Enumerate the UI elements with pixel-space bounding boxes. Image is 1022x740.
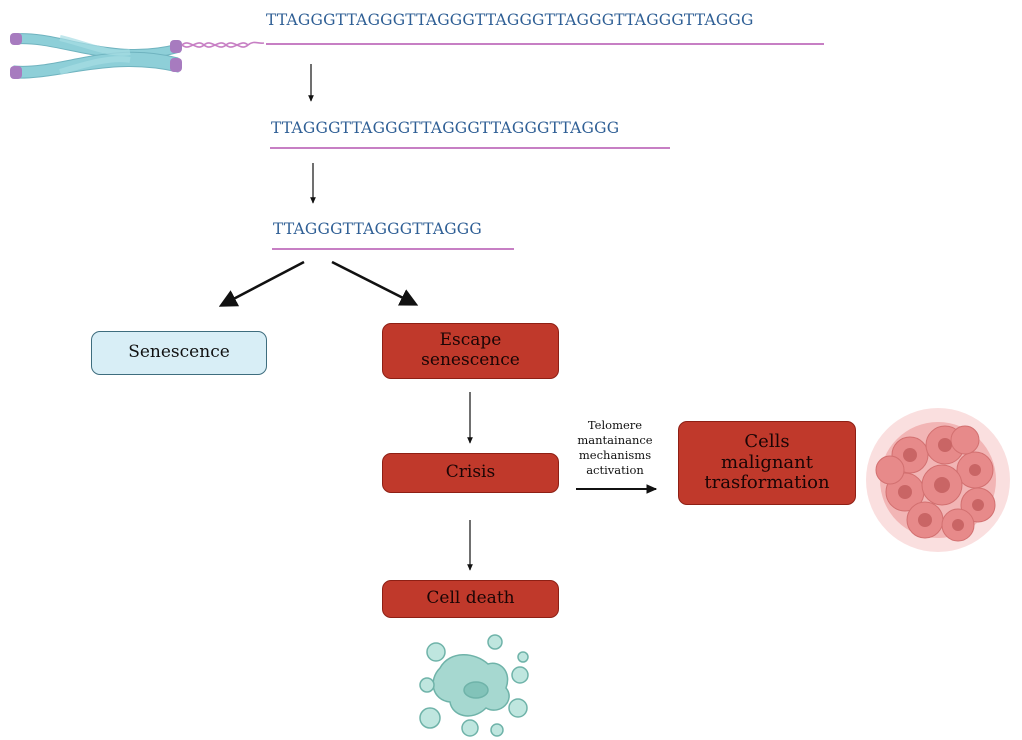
crisis-box: Crisis bbox=[382, 453, 559, 493]
malignant-label-line2: malignant bbox=[721, 451, 813, 473]
telomere-sequence-long: TTAGGGTTAGGGTTAGGGTTAGGGTTAGGGTTAGGGTTAG… bbox=[266, 11, 754, 29]
escape-label-line1: Escape bbox=[439, 330, 502, 351]
escape-senescence-box: Escape senescence bbox=[382, 323, 559, 379]
sequence-underline-short bbox=[272, 248, 514, 250]
dead-cell-icon bbox=[419, 634, 529, 737]
cell-death-box: Cell death bbox=[382, 580, 559, 618]
crisis-label: Crisis bbox=[445, 462, 496, 483]
malignant-label-line1: Cells bbox=[744, 430, 790, 452]
sequence-underline-medium bbox=[270, 147, 670, 149]
senescence-box: Senescence bbox=[91, 331, 267, 375]
telomere-maintenance-label: Telomere mantainance mechanisms activati… bbox=[562, 418, 668, 478]
telomere-sequence-short: TTAGGGTTAGGGTTAGGG bbox=[273, 220, 482, 238]
malignant-transformation-box: Cells malignant trasformation bbox=[678, 421, 856, 505]
tumor-cells-icon bbox=[866, 408, 1010, 552]
escape-label-line2: senescence bbox=[421, 350, 520, 370]
arrow-to-escape bbox=[331, 260, 419, 306]
arrow-label-line4: activation bbox=[586, 462, 644, 477]
telomere-sequence-medium: TTAGGGTTAGGGTTAGGGTTAGGGTTAGGG bbox=[271, 119, 620, 137]
malignant-label-line3: trasformation bbox=[704, 472, 830, 494]
sequence-underline-long bbox=[266, 43, 824, 45]
senescence-label: Senescence bbox=[128, 342, 230, 363]
arrow-to-senescence bbox=[218, 260, 305, 307]
cell-death-label: Cell death bbox=[426, 588, 515, 609]
chromosome-icon bbox=[10, 33, 265, 79]
arrow-label-line3: mechanisms bbox=[578, 447, 652, 462]
arrow-label-line1: Telomere bbox=[587, 418, 643, 432]
arrow-label-line2: mantainance bbox=[577, 432, 653, 447]
